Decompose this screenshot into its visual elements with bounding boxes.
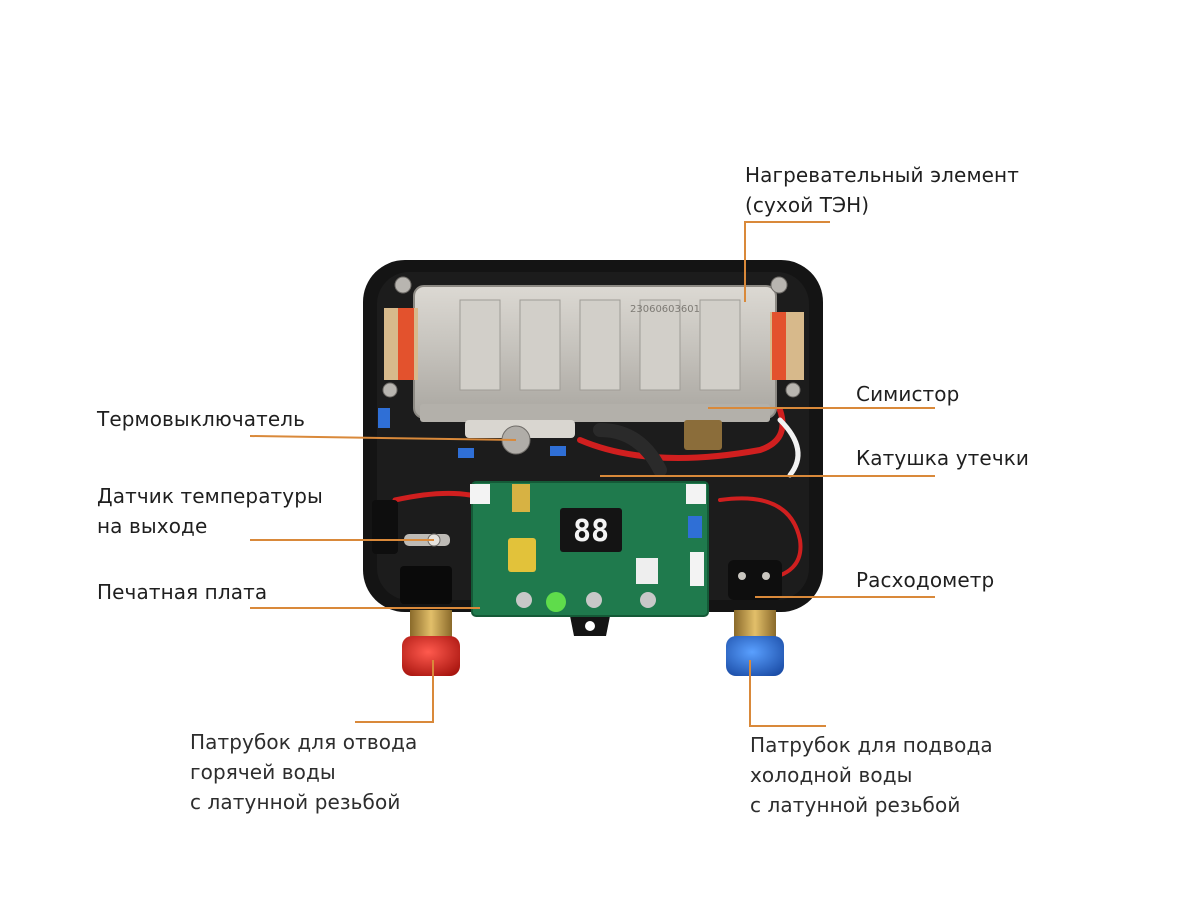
pcb-button-green [546, 592, 566, 612]
terminal-blocks [384, 308, 804, 380]
screw-top-left [394, 276, 412, 294]
label-cold-inlet: Патрубок для подвода холодной воды с лат… [750, 733, 993, 817]
label-thermoswitch: Термовыключатель [97, 407, 306, 431]
pcb-connector-top [470, 484, 490, 504]
pcb-pad-3 [640, 592, 656, 608]
cold-pipe-cap [726, 636, 784, 676]
pcb-display-digits: 88 [573, 514, 609, 549]
connector-blue-3 [378, 408, 390, 428]
heating-element: 23060603601 [382, 276, 801, 422]
pcb-connector-right [686, 484, 706, 504]
leader-lines [249, 221, 935, 727]
leader-cold-inlet [749, 660, 826, 727]
wiring [392, 407, 803, 582]
terminal-right-orange [772, 312, 786, 380]
flowmeter-screw-2 [762, 572, 770, 580]
red-wire-left [392, 490, 473, 503]
flowmeter-screw-1 [738, 572, 746, 580]
label-pcb: Печатная плата [97, 580, 268, 604]
screw-top-right [770, 276, 788, 294]
leader-heater [744, 221, 830, 302]
mounting-hole [585, 621, 595, 631]
cold-pipe-brass [734, 610, 776, 640]
pcb-transformer [512, 484, 530, 512]
label-temp-sensor: Датчик температуры на выходе [97, 484, 323, 538]
flowmeter-body [728, 560, 782, 600]
red-wire-right [718, 496, 803, 582]
pcb-connector-white [690, 552, 704, 586]
screw-left [382, 382, 398, 398]
sensor-block [400, 566, 452, 604]
label-triac: Симистор [856, 382, 960, 406]
triac [684, 420, 722, 450]
pcb-capacitor [508, 538, 536, 572]
connector-blue-1 [458, 448, 474, 458]
leader-thermoswitch [249, 435, 517, 441]
label-heater: Нагревательный элемент (сухой ТЭН) [745, 163, 1019, 217]
heater-marking: 23060603601 [630, 304, 700, 315]
black-wire [593, 423, 667, 477]
cold-water-inlet [726, 610, 784, 676]
label-hot-outlet: Патрубок для отвода горячей воды с латун… [190, 730, 418, 814]
terminal-left-orange [398, 308, 414, 380]
screw-right [785, 382, 801, 398]
flowmeter [728, 560, 782, 600]
pcb-pad-1 [516, 592, 532, 608]
red-wire-main [577, 407, 786, 461]
hot-pipe-brass [410, 610, 452, 640]
white-wire [777, 417, 801, 478]
pcb-chip [636, 558, 658, 584]
heater-flange [420, 404, 770, 422]
pcb-display [560, 508, 622, 552]
sensor-housing [372, 500, 398, 554]
hot-water-outlet [402, 610, 460, 676]
label-leak-coil: Катушка утечки [856, 446, 1030, 470]
connector-blue-2 [550, 446, 566, 456]
pcb-pad-2 [586, 592, 602, 608]
heater-ribs [459, 299, 741, 391]
label-flowmeter: Расходометр [856, 568, 995, 592]
leader-hot-outlet [355, 660, 434, 723]
hot-pipe-cap [402, 636, 460, 676]
pcb-connector-blue [688, 516, 702, 538]
printed-circuit-board: 88 [470, 481, 709, 617]
